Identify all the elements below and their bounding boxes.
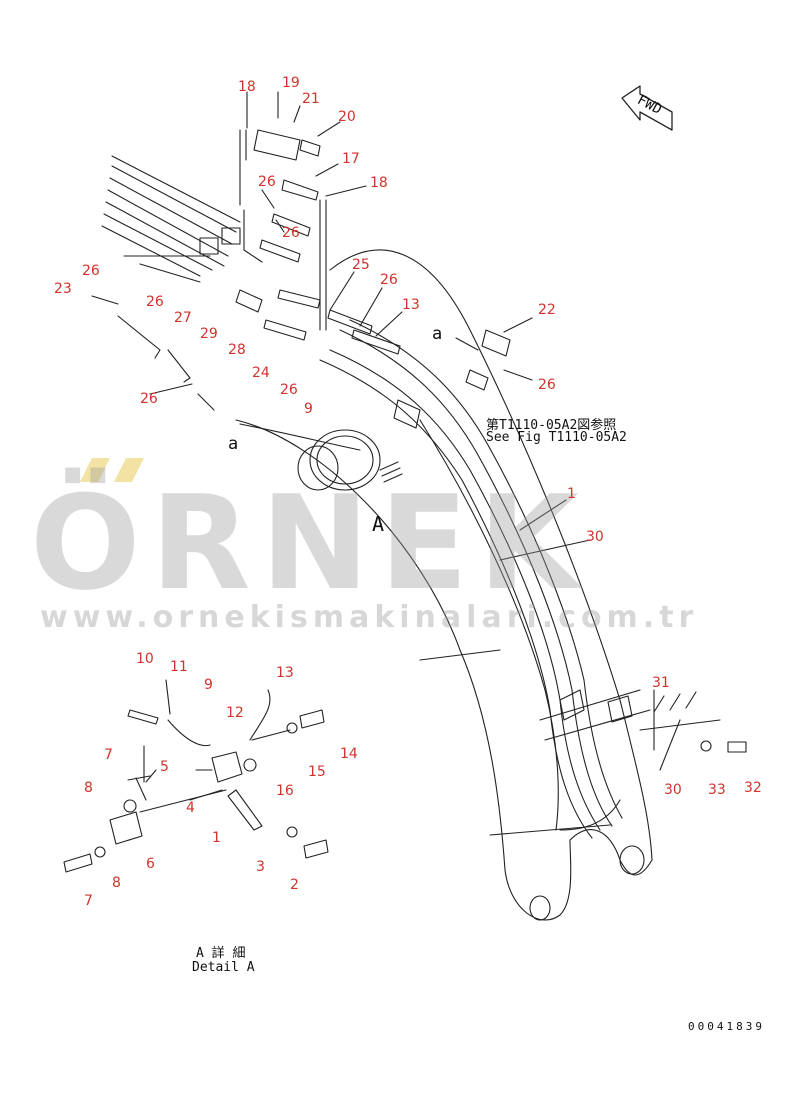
callout-1: 1 xyxy=(567,486,576,502)
callout-18: 18 xyxy=(238,79,256,95)
callout-13: 13 xyxy=(276,665,294,681)
callout-28: 28 xyxy=(228,342,246,358)
callout-16: 16 xyxy=(276,783,294,799)
view-letter-a: a xyxy=(432,324,443,344)
callout-4: 4 xyxy=(186,800,195,816)
callout-8: 8 xyxy=(84,780,93,796)
callout-26: 26 xyxy=(258,174,276,190)
callout-26: 26 xyxy=(146,294,164,310)
callout-31: 31 xyxy=(652,675,670,691)
callout-17: 17 xyxy=(342,151,360,167)
callout-26: 26 xyxy=(538,377,556,393)
callout-19: 19 xyxy=(282,75,300,91)
callout-18: 18 xyxy=(370,175,388,191)
view-letter-A: A xyxy=(372,512,385,536)
callout-1: 1 xyxy=(212,830,221,846)
watermark-logo: ÖRNEK xyxy=(30,467,589,619)
callout-26: 26 xyxy=(280,382,298,398)
callout-5: 5 xyxy=(160,759,169,775)
callout-10: 10 xyxy=(136,651,154,667)
callout-21: 21 xyxy=(302,91,320,107)
callout-33: 33 xyxy=(708,782,726,798)
callout-13: 13 xyxy=(402,297,420,313)
callout-12: 12 xyxy=(226,705,244,721)
callout-7: 7 xyxy=(84,893,93,909)
reference-jp: 第T1110-05A2図参照 xyxy=(486,418,617,433)
callout-20: 20 xyxy=(338,109,356,125)
callout-7: 7 xyxy=(104,747,113,763)
callout-26: 26 xyxy=(140,391,158,407)
callout-14: 14 xyxy=(340,746,358,762)
detail-title-en: Detail A xyxy=(192,960,255,975)
callout-32: 32 xyxy=(744,780,762,796)
callout-8: 8 xyxy=(112,875,121,891)
callout-22: 22 xyxy=(538,302,556,318)
callout-24: 24 xyxy=(252,365,270,381)
view-letter-a: a xyxy=(228,434,239,454)
callout-26: 26 xyxy=(82,263,100,279)
callout-9: 9 xyxy=(304,401,313,417)
watermark-chevron-icon xyxy=(80,458,144,482)
callout-25: 25 xyxy=(352,257,370,273)
drawing-number: 00041839 xyxy=(688,1020,765,1033)
callout-30: 30 xyxy=(586,529,604,545)
callout-6: 6 xyxy=(146,856,155,872)
callout-2: 2 xyxy=(290,877,299,893)
callout-3: 3 xyxy=(256,859,265,875)
callout-11: 11 xyxy=(170,659,188,675)
callout-23: 23 xyxy=(54,281,72,297)
watermark-url: www.ornekismakinalari.com.tr xyxy=(40,600,699,635)
callout-29: 29 xyxy=(200,326,218,342)
callout-15: 15 xyxy=(308,764,326,780)
detail-title-jp: A 詳 細 xyxy=(196,946,246,961)
callout-26: 26 xyxy=(380,272,398,288)
callout-27: 27 xyxy=(174,310,192,326)
reference-en: See Fig T1110-05A2 xyxy=(486,430,627,445)
callout-26: 26 xyxy=(282,225,300,241)
callout-30: 30 xyxy=(664,782,682,798)
callout-9: 9 xyxy=(204,677,213,693)
